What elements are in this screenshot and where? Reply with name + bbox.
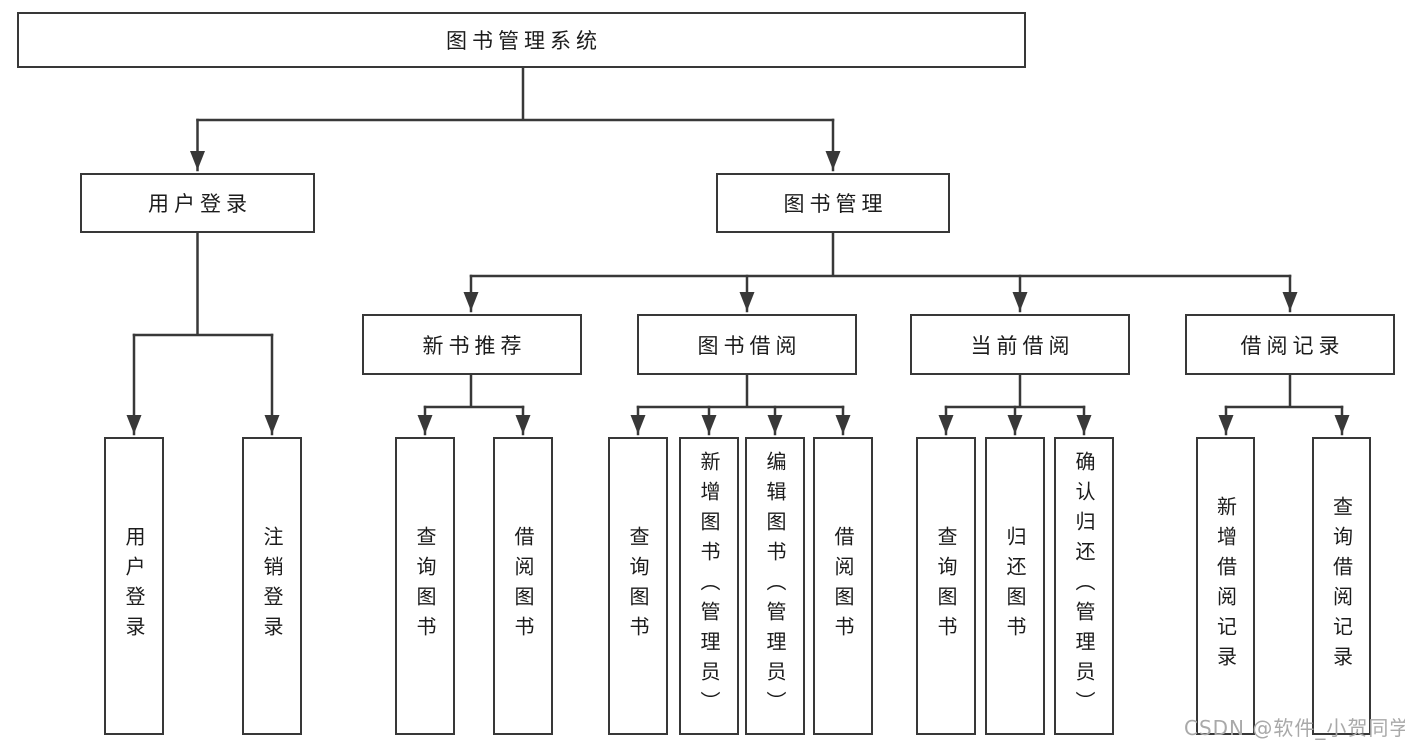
leaf-add-borrow-record: 新增借阅记录 <box>1196 437 1255 735</box>
node-borrowing-records: 借阅记录 <box>1185 314 1395 375</box>
node-book-borrowing: 图书借阅 <box>637 314 857 375</box>
leaf-return-books-label: 归还图书 <box>1003 526 1027 646</box>
leaf-query-books-borrowing: 查询图书 <box>608 437 668 735</box>
connector-book-borrowing <box>630 373 851 436</box>
connector-root <box>190 66 841 172</box>
leaf-borrow-books-recommend-label: 借阅图书 <box>511 526 535 646</box>
node-current-borrowing: 当前借阅 <box>910 314 1130 375</box>
node-user-login: 用户登录 <box>80 173 315 233</box>
leaf-user-login: 用户登录 <box>104 437 164 735</box>
leaf-query-books-recommend: 查询图书 <box>395 437 455 735</box>
leaf-confirm-return-admin-label: 确认归还（管理员） <box>1072 451 1096 721</box>
leaf-logout: 注销登录 <box>242 437 302 735</box>
connector-borrowing-records <box>1218 373 1350 436</box>
leaf-confirm-return-admin: 确认归还（管理员） <box>1054 437 1114 735</box>
leaf-borrow-books-recommend: 借阅图书 <box>493 437 553 735</box>
leaf-query-borrow-record: 查询借阅记录 <box>1312 437 1371 735</box>
connector-book-management <box>463 231 1298 313</box>
leaf-query-books-recommend-label: 查询图书 <box>413 526 437 646</box>
leaf-user-login-label: 用户登录 <box>122 526 146 646</box>
leaf-query-books-current: 查询图书 <box>916 437 976 735</box>
node-new-book-recommendation: 新书推荐 <box>362 314 582 375</box>
csdn-watermark: CSDN @软件_小贺同学 <box>1184 716 1405 740</box>
leaf-borrow-books-borrowing: 借阅图书 <box>813 437 873 735</box>
leaf-add-book-admin: 新增图书（管理员） <box>679 437 739 735</box>
leaf-add-book-admin-label: 新增图书（管理员） <box>697 451 721 721</box>
leaf-edit-book-admin: 编辑图书（管理员） <box>745 437 805 735</box>
node-book-management: 图书管理 <box>716 173 950 233</box>
leaf-query-books-borrowing-label: 查询图书 <box>626 526 650 646</box>
connector-current-borrowing <box>938 373 1092 436</box>
connector-new-book-recommendation <box>417 373 531 436</box>
leaf-edit-book-admin-label: 编辑图书（管理员） <box>763 451 787 721</box>
leaf-borrow-books-borrowing-label: 借阅图书 <box>831 526 855 646</box>
leaf-return-books: 归还图书 <box>985 437 1045 735</box>
leaf-query-books-current-label: 查询图书 <box>934 526 958 646</box>
leaf-query-borrow-record-label: 查询借阅记录 <box>1329 496 1354 676</box>
leaf-add-borrow-record-label: 新增借阅记录 <box>1213 496 1238 676</box>
leaf-logout-label: 注销登录 <box>260 526 284 646</box>
connector-user-login <box>126 231 280 436</box>
node-library-management-system: 图书管理系统 <box>17 12 1026 68</box>
